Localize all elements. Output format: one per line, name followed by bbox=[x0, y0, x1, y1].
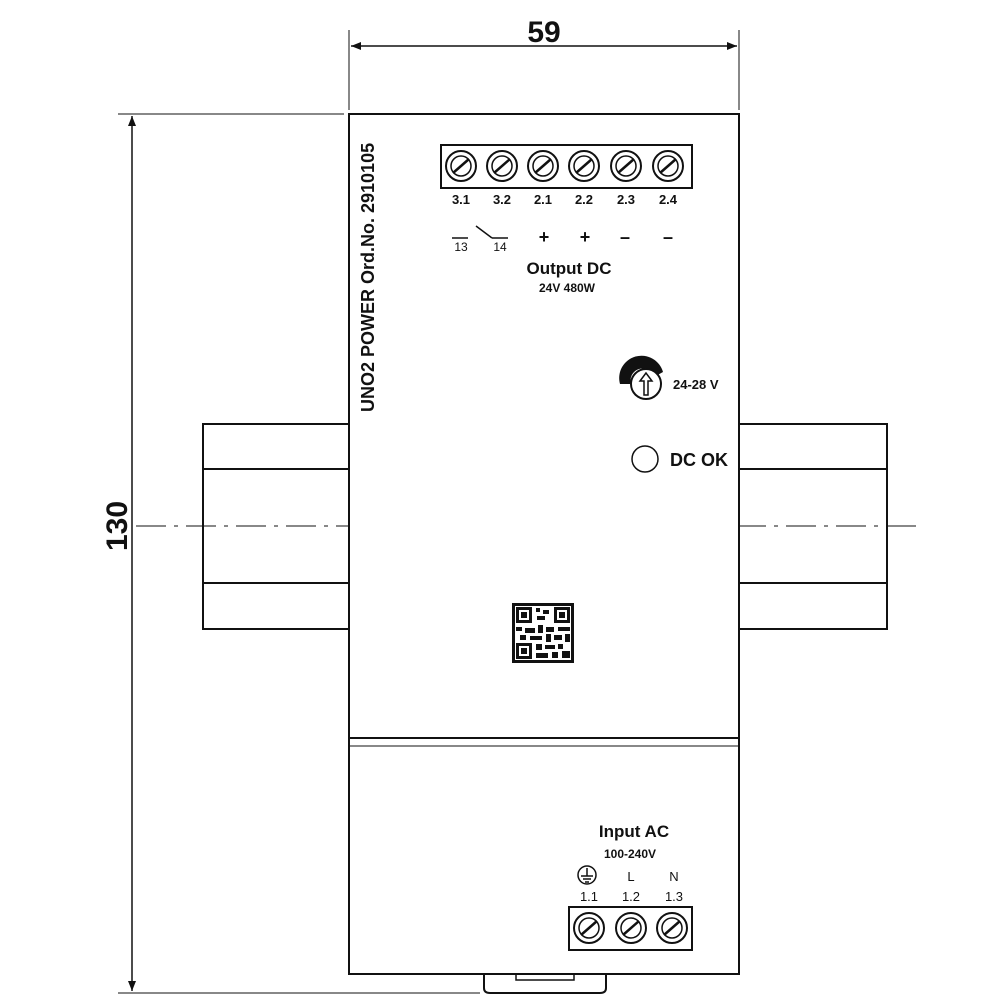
output-rating: 24V 480W bbox=[539, 281, 596, 295]
polarity-sign: – bbox=[663, 227, 673, 247]
terminal-screw bbox=[568, 150, 600, 182]
height-dimension: 130 bbox=[101, 113, 480, 994]
width-dimension-label: 59 bbox=[527, 16, 560, 49]
terminal-screw bbox=[656, 912, 688, 944]
relay-terminal-13: 13 bbox=[454, 240, 468, 254]
polarity-sign: + bbox=[580, 227, 591, 247]
terminal-screw bbox=[610, 150, 642, 182]
terminal-symbol-N: N bbox=[669, 869, 678, 884]
terminal-label: 2.4 bbox=[659, 192, 678, 207]
height-dimension-label: 130 bbox=[101, 501, 134, 551]
output-title: Output DC bbox=[527, 259, 612, 278]
qr-code bbox=[512, 603, 574, 663]
output-terminal-labels: 3.1 3.2 2.1 2.2 2.3 2.4 bbox=[452, 192, 678, 207]
din-rail bbox=[202, 423, 888, 630]
input-terminal-label: 1.3 bbox=[665, 889, 683, 904]
polarity-sign: + bbox=[539, 227, 550, 247]
terminal-screw bbox=[652, 150, 684, 182]
led-indicator bbox=[631, 445, 659, 473]
terminal-label: 3.1 bbox=[452, 192, 470, 207]
terminal-screw bbox=[615, 912, 647, 944]
input-rating: 100-240V bbox=[604, 847, 656, 861]
input-terminal-block bbox=[568, 906, 693, 951]
led-label: DC OK bbox=[670, 450, 728, 470]
input-terminal-label: 1.1 bbox=[580, 889, 598, 904]
terminal-label: 2.3 bbox=[617, 192, 635, 207]
polarity-sign: – bbox=[620, 227, 630, 247]
width-dimension: 59 bbox=[348, 16, 740, 110]
device-body bbox=[348, 113, 740, 994]
terminal-screw bbox=[445, 150, 477, 182]
output-terminal-block bbox=[440, 144, 693, 189]
potentiometer: 24-28 V bbox=[619, 355, 719, 400]
terminal-screw bbox=[527, 150, 559, 182]
terminal-symbol-L: L bbox=[627, 869, 634, 884]
terminal-screw bbox=[573, 912, 605, 944]
potentiometer-label: 24-28 V bbox=[673, 377, 719, 392]
relay-contact-symbol: 13 14 bbox=[452, 225, 508, 254]
terminal-label: 2.1 bbox=[534, 192, 552, 207]
terminal-screw bbox=[486, 150, 518, 182]
product-label: UNO2 POWER Ord.No. 2910105 bbox=[358, 143, 378, 412]
relay-terminal-14: 14 bbox=[493, 240, 507, 254]
input-title: Input AC bbox=[599, 822, 669, 841]
terminal-label: 3.2 bbox=[493, 192, 511, 207]
input-terminal-label: 1.2 bbox=[622, 889, 640, 904]
terminal-label: 2.2 bbox=[575, 192, 593, 207]
polarity-signs: + + – – bbox=[539, 227, 673, 247]
dc-ok-led: DC OK bbox=[631, 445, 728, 473]
ground-symbol bbox=[577, 865, 597, 885]
